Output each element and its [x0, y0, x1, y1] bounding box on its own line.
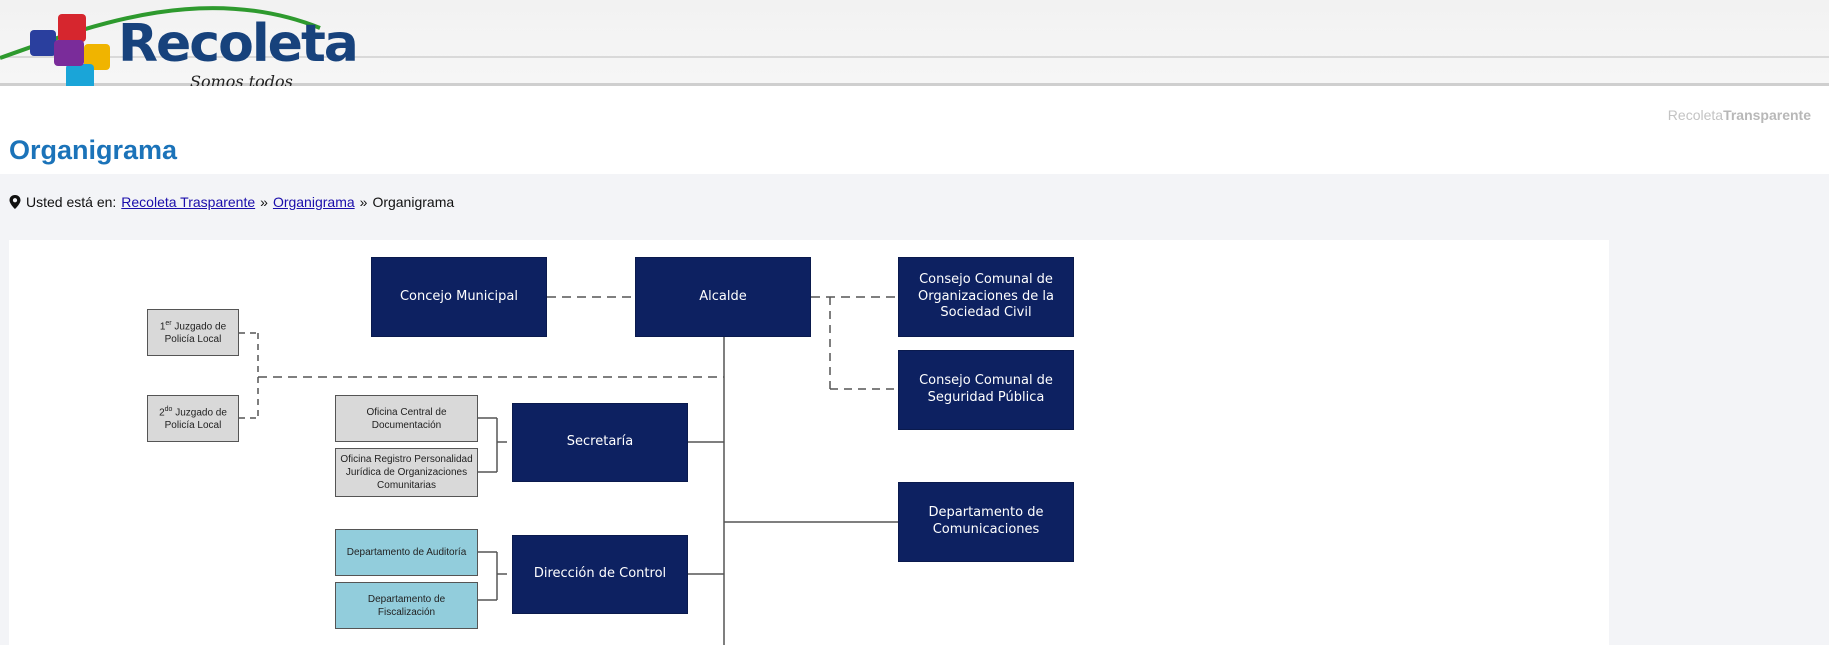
- transparente-prefix: Recoleta: [1667, 107, 1724, 123]
- box-label: Consejo Comunal de Organizaciones de la …: [917, 271, 1055, 321]
- ordinal-number: 1: [159, 321, 166, 333]
- box-alcalde: Alcalde: [635, 257, 811, 337]
- header-divider-bottom: [0, 83, 1829, 86]
- box-secretaria: Secretaría: [512, 403, 688, 482]
- juzgado-label: Juzgado de Policía Local: [164, 407, 227, 432]
- page-title: Organigrama: [9, 135, 178, 165]
- title-band: [0, 86, 1829, 174]
- box-direccion-control: Dirección de Control: [512, 535, 688, 614]
- recoleta-logo[interactable]: Recoleta Somos todos: [0, 0, 359, 96]
- box-label: Secretaría: [566, 434, 634, 450]
- box-oficina-central-documentacion: Oficina Central de Documentación: [335, 395, 478, 442]
- box-departamento-fiscalizacion: Departamento de Fiscalización: [335, 582, 478, 629]
- box-juzgado-2: 2do Juzgado de Policía Local: [147, 395, 239, 442]
- box-label: Oficina Central de Documentación: [366, 406, 447, 431]
- ordinal-number: 2: [159, 407, 165, 419]
- box-label: 1er Juzgado de Policía Local: [150, 319, 236, 346]
- box-label: Dirección de Control: [533, 566, 667, 582]
- box-label: Departamento de Auditoría: [346, 547, 467, 558]
- breadcrumb-link-recoleta-trasparente[interactable]: Recoleta Trasparente: [121, 194, 256, 210]
- box-concejo-municipal: Concejo Municipal: [371, 257, 547, 337]
- logo-mark-icon: [0, 6, 321, 92]
- header-divider: [0, 56, 1829, 58]
- box-oficina-registro-personalidad: Oficina Registro Personalidad Jurídica d…: [335, 448, 478, 497]
- logo-wordmark: Recoleta: [118, 14, 359, 74]
- box-label: Oficina Registro Personalidad Jurídica d…: [340, 454, 473, 491]
- map-pin-icon: [9, 195, 21, 209]
- ordinal-suffix: er: [165, 319, 172, 327]
- breadcrumb-separator: »: [260, 194, 268, 210]
- breadcrumb-prefix: Usted está en:: [26, 194, 117, 210]
- org-chart: Concejo Municipal Alcalde Consejo Comuna…: [9, 240, 1609, 645]
- breadcrumb: Usted está en: Recoleta Trasparente » Or…: [9, 194, 454, 210]
- box-label: 2do Juzgado de Policía Local: [150, 405, 236, 432]
- breadcrumb-link-organigrama[interactable]: Organigrama: [272, 194, 355, 210]
- box-departamento-comunicaciones: Departamento de Comunicaciones: [898, 482, 1074, 562]
- box-juzgado-1: 1er Juzgado de Policía Local: [147, 309, 239, 356]
- breadcrumb-separator: »: [359, 194, 368, 210]
- breadcrumb-current: Organigrama: [372, 194, 455, 210]
- box-consejo-sociedad-civil: Consejo Comunal de Organizaciones de la …: [898, 257, 1074, 337]
- box-label: Consejo Comunal de Seguridad Pública: [919, 373, 1053, 405]
- org-chart-connectors: [239, 296, 898, 645]
- box-label: Concejo Municipal: [399, 288, 518, 304]
- ordinal-suffix: do: [164, 405, 173, 413]
- recoleta-transparente-link[interactable]: RecoletaTransparente: [1668, 107, 1811, 123]
- organigrama-image: Concejo Municipal Alcalde Consejo Comuna…: [9, 240, 1609, 645]
- box-label: Departamento de Comunicaciones: [928, 505, 1044, 537]
- site-header: [0, 0, 1829, 86]
- juzgado-label: Juzgado de Policía Local: [164, 321, 227, 346]
- transparente-bold: Transparente: [1723, 107, 1811, 123]
- box-consejo-seguridad-publica: Consejo Comunal de Seguridad Pública: [898, 350, 1074, 430]
- box-departamento-auditoria: Departamento de Auditoría: [335, 529, 478, 576]
- box-label: Departamento de Fiscalización: [367, 593, 446, 618]
- box-label: Alcalde: [699, 288, 747, 304]
